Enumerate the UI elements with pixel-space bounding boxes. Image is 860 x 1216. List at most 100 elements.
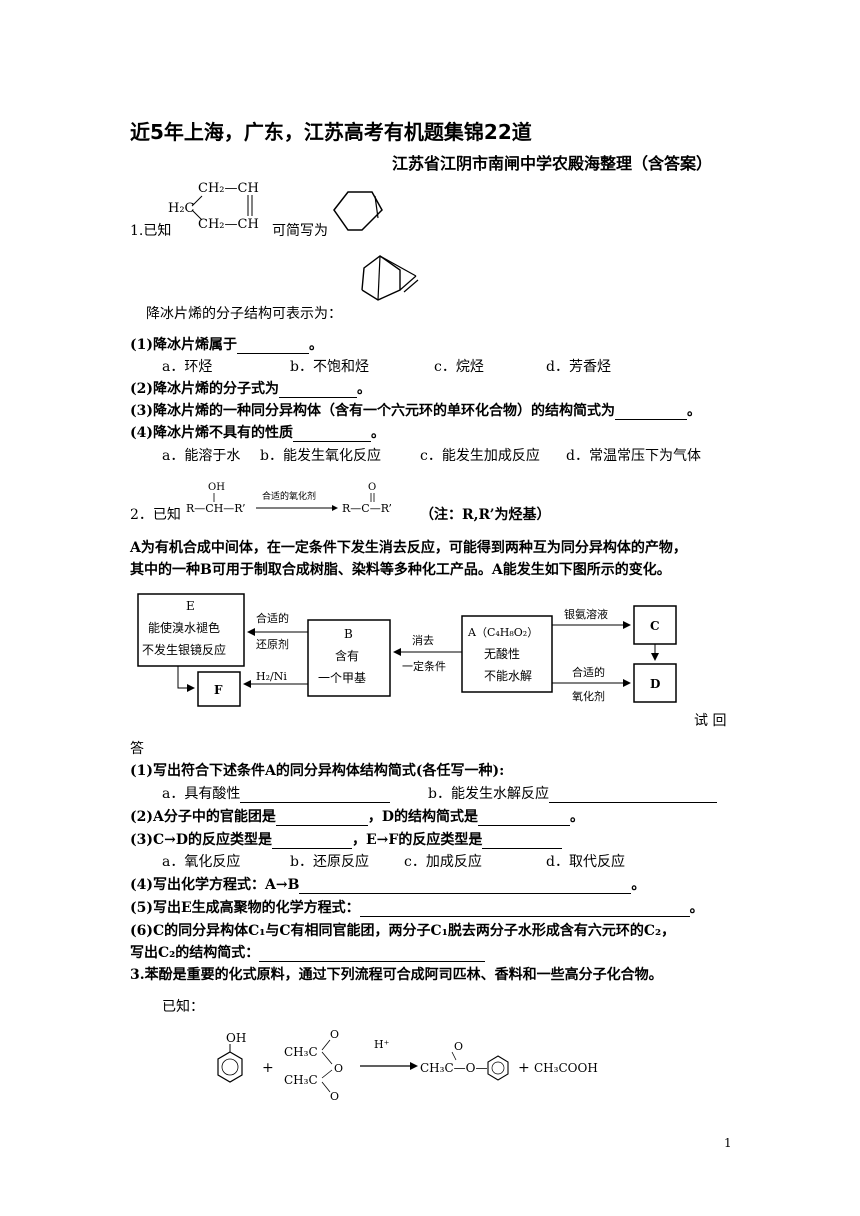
plus-2: + [518, 1060, 530, 1076]
E-title: E [186, 599, 195, 613]
h2c-label: H₂C [168, 201, 195, 216]
q2-s3-opt-b: b．还原反应 [290, 854, 369, 870]
q2-s2: (2)A分子中的官能团是，D的结构简式是。 [130, 809, 584, 826]
box-E [137, 593, 245, 667]
q2-s5: (5)写出E生成高聚物的化学方程式：。 [130, 900, 704, 917]
q2-s3-opt-d: d．取代反应 [546, 854, 625, 870]
ester-formula: CH₃C—O— [420, 1061, 487, 1075]
AD-label1: 合适的 [572, 665, 605, 679]
q2-s1-b: b．能发生水解反应 [428, 783, 717, 803]
cyclopentene-expanded-structure: CH₂—CH H₂C CH₂—CH [168, 181, 259, 232]
q3-acetylation-reaction: OH + CH₃C CH₃C O O O H⁺ O CH₃C—O— + CH₃C… [217, 1028, 598, 1103]
phenol-oh: OH [226, 1031, 246, 1045]
B-line1: 含有 [335, 648, 359, 663]
E-line1: 能使溴水褪色 [148, 620, 220, 635]
anhydride-o-bottom: O [330, 1090, 339, 1103]
q2-paragraph-1: A为有机合成中间体，在一定条件下发生消去反应，可能得到两种互为同分异构体的产物， [130, 540, 687, 556]
q3-intro: 3.苯酚是重要的化式原料，通过下列流程可合成阿司匹林、香料和一些高分子化合物。 [130, 967, 663, 983]
anhydride-o-top: O [330, 1028, 339, 1041]
o-label: O [368, 482, 376, 493]
anhydride-bottom: CH₃C [284, 1073, 318, 1087]
catalyst-label: H⁺ [374, 1038, 390, 1051]
q2-s6-line1: (6)C的同分异构体C₁与C有相同官能团，两分子C₁脱去两分子水形成含有六元环的… [130, 923, 676, 939]
answer-blank[interactable] [615, 405, 687, 420]
B-line2: 一个甲基 [318, 671, 366, 685]
plus-1: + [262, 1060, 274, 1076]
anhydride-o-bridge: O [334, 1062, 343, 1075]
q1-s3: (3)降冰片烯的一种同分异构体（含有一个六元环的单环化合物）的结构简式为。 [130, 403, 701, 420]
page-subtitle: 江苏省江阴市南闸中学农殿海整理（含答案） [392, 154, 713, 173]
answer-blank[interactable] [299, 879, 632, 894]
AD-label2: 氧化剂 [572, 689, 605, 703]
answer-blank[interactable] [259, 947, 486, 962]
q1-s1-opt-b: b．不饱和烃 [290, 359, 369, 375]
norbornene-structure-icon [361, 255, 419, 301]
q1-s4-opt-a: a．能溶于水 [162, 448, 241, 464]
C-label: C [650, 619, 660, 633]
answer-blank[interactable] [240, 788, 391, 803]
answer-blank[interactable] [279, 383, 357, 398]
oh-label: OH [208, 482, 225, 493]
box-F [197, 671, 241, 707]
q1-s1: (1)降冰片烯属于。 [130, 337, 323, 354]
q2-s1: (1)写出符合下述条件A的同分异构体结构简式(各任写一种): [130, 763, 505, 779]
q1-s1-opt-c: c．烷烃 [434, 359, 484, 375]
E-line2: 不发生银镜反应 [142, 642, 226, 657]
cyclopentene-skeletal-icon [333, 191, 383, 231]
q1-s4: (4)降冰片烯不具有的性质。 [130, 425, 385, 442]
box-A [461, 615, 553, 693]
q2-s4: (4)写出化学方程式：A→B。 [130, 877, 646, 894]
alcohol-formula: R—CH—R’ [186, 502, 245, 515]
q2-intro: 2．已知 [130, 507, 181, 523]
AB-label2: 一定条件 [402, 659, 446, 673]
box-D [633, 663, 677, 703]
q1-structure-desc: 降冰片烯的分子结构可表示为： [146, 306, 342, 322]
q1-s2: (2)降冰片烯的分子式为。 [130, 381, 371, 398]
page-number: 1 [724, 1136, 732, 1150]
answer-blank[interactable] [548, 788, 717, 803]
BE-label2: 还原剂 [256, 637, 289, 651]
D-label: D [650, 677, 660, 691]
q1-s1-opt-a: a．环烃 [162, 359, 213, 375]
A-line2: 不能水解 [484, 669, 532, 683]
answer-blank[interactable] [293, 427, 371, 442]
q2-s1-a: a．具有酸性 [162, 783, 391, 803]
q2-s3-opt-a: a．氧化反应 [162, 854, 241, 870]
F-label: F [214, 683, 223, 697]
q2-s3-opt-c: c．加成反应 [404, 854, 482, 870]
benzene-ring-icon [487, 1055, 509, 1081]
q2-answer: 答 [130, 741, 144, 757]
q1-intro-a: 1.已知 [130, 223, 172, 239]
BF-label: H₂/Ni [256, 670, 287, 683]
answer-blank[interactable] [359, 902, 690, 917]
BE-label1: 合适的 [256, 611, 289, 625]
A-title: A（C₄H₈O₂） [467, 626, 538, 639]
q2-note: （注：R,R’为烃基） [420, 507, 551, 523]
q1-s4-opt-b: b．能发生氧化反应 [260, 448, 381, 464]
answer-blank[interactable] [237, 339, 309, 354]
page-title: 近5年上海，广东，江苏高考有机题集锦22道 [130, 120, 532, 144]
answer-blank[interactable] [478, 811, 570, 826]
AC-label: 银氨溶液 [564, 607, 608, 621]
oxidant-label: 合适的氧化剂 [262, 490, 316, 502]
ester-o: O [454, 1040, 463, 1053]
B-title: B [344, 627, 353, 641]
answer-blank[interactable] [275, 811, 368, 826]
AB-label1: 消去 [412, 633, 434, 647]
q2-flow-diagram: E 能使溴水褪色 不发生银镜反应 F B 含有 一个甲基 A（C₄H₈O₂） 无… [137, 593, 677, 707]
ch2-ch-top: CH₂—CH [198, 181, 259, 196]
ketone-formula: R—C—R’ [342, 502, 392, 515]
q1-s4-opt-c: c．能发生加成反应 [420, 448, 540, 464]
anhydride-top: CH₃C [284, 1045, 318, 1059]
q2-s6-line2: 写出C₂的结构简式： [130, 942, 486, 962]
q1-intro-b: 可简写为 [272, 223, 328, 239]
q2-paragraph-2: 其中的一种B可用于制取合成树脂、染料等多种化工产品。A能发生如下图所示的变化。 [130, 562, 671, 578]
q1-s4-opt-d: d．常温常压下为气体 [566, 448, 701, 464]
A-line1: 无酸性 [484, 646, 520, 661]
answer-blank[interactable] [482, 834, 563, 849]
benzene-ring-icon [217, 1051, 243, 1083]
acetic-acid: CH₃COOH [534, 1061, 598, 1075]
answer-blank[interactable] [272, 834, 353, 849]
q2-s3: (3)C→D的反应类型是，E→F的反应类型是 [130, 829, 563, 849]
q2-oxidation-reaction: OH R—CH—R’ 合适的氧化剂 O R—C—R’ [186, 482, 392, 515]
